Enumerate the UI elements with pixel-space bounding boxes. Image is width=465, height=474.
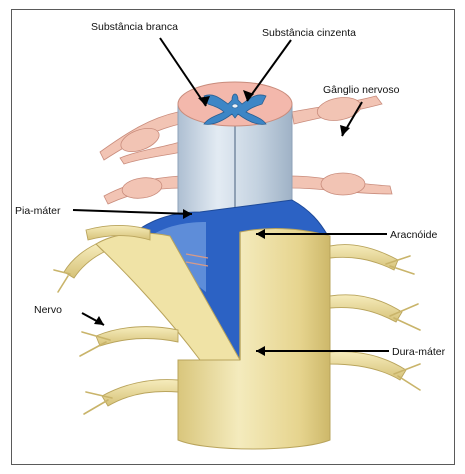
label-substancia-branca: Substância branca xyxy=(91,21,178,33)
label-pia-mater: Pia-máter xyxy=(15,205,61,217)
label-aracnoide: Aracnóide xyxy=(390,229,437,241)
label-dura-mater: Dura-máter xyxy=(392,346,446,358)
leader-pia-mater xyxy=(73,210,192,214)
label-nervo: Nervo xyxy=(34,304,62,316)
label-substancia-cinzenta: Substância cinzenta xyxy=(262,27,356,39)
label-ganglio-nervoso: Gânglio nervoso xyxy=(323,84,400,96)
central-canal xyxy=(232,104,238,108)
